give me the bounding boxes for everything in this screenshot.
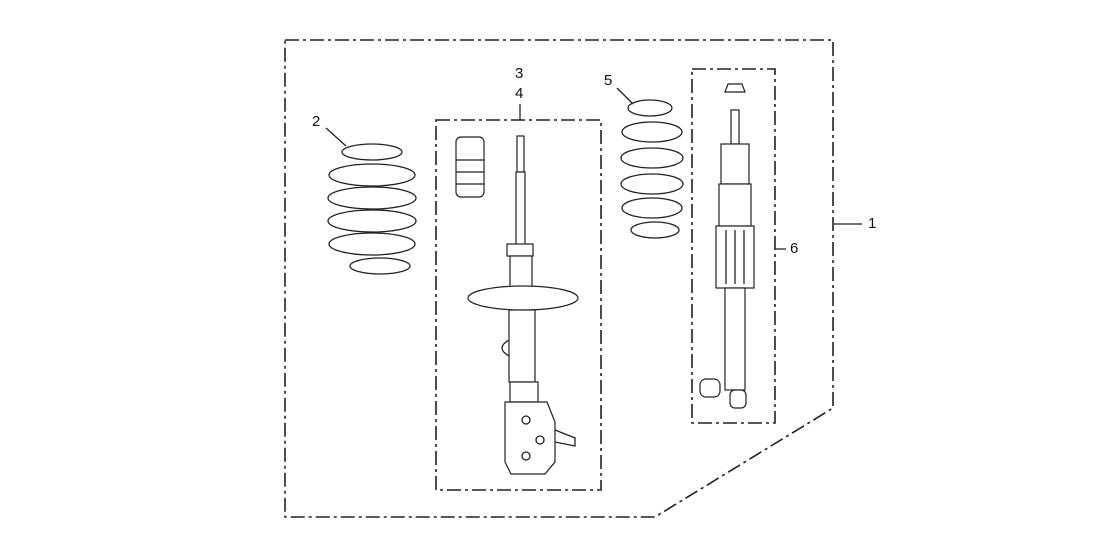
callout-5: 5 (604, 72, 613, 89)
callout-1: 1 (868, 215, 877, 232)
rear-coil-spring (620, 99, 684, 239)
front-coil-spring (327, 143, 417, 275)
kit-boundary (284, 39, 834, 518)
shock-group-box (691, 68, 776, 424)
bump-stop (455, 136, 485, 198)
callout-6: 6 (790, 240, 799, 257)
leader-lines (325, 87, 862, 250)
callout-2: 2 (312, 113, 321, 130)
callout-3: 3 (515, 65, 524, 82)
rear-shock-absorber (699, 83, 755, 409)
callout-4: 4 (515, 85, 524, 102)
front-strut-assembly (467, 135, 579, 475)
strut-group-box (435, 119, 602, 491)
